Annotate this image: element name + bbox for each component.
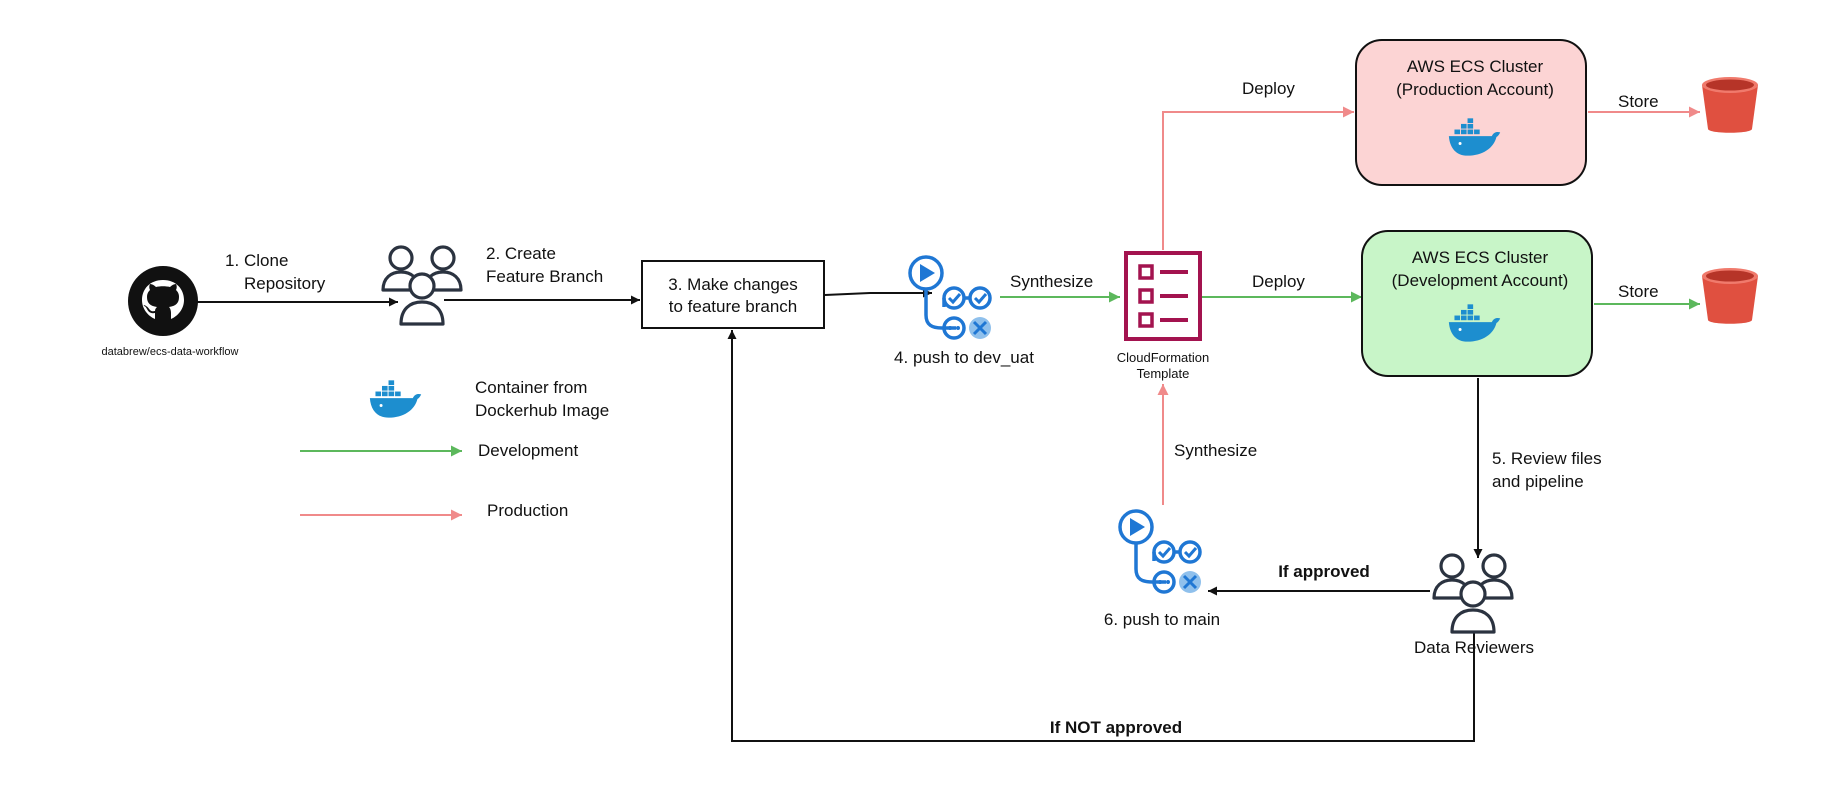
github-repo-label: databrew/ecs-data-workflow — [102, 346, 239, 358]
data-reviewers-label: Data Reviewers — [1414, 638, 1534, 657]
prod-bucket-icon — [1702, 77, 1758, 133]
create-step-line2: Feature Branch — [486, 267, 603, 286]
edges — [174, 106, 1700, 742]
push-arrow — [824, 288, 932, 298]
legend-docker-icon — [369, 380, 422, 418]
push-dev-label: 4. push to dev_uat — [894, 348, 1034, 367]
deploy-prod-arrow — [1162, 106, 1354, 250]
dev-cluster-line2: (Development Account) — [1392, 271, 1569, 290]
github-icon — [128, 266, 198, 336]
push-main-label: 6. push to main — [1104, 610, 1220, 629]
review-step-line2: and pipeline — [1492, 472, 1584, 491]
clone-step-number: 1. — [225, 251, 239, 270]
feature-branch-box — [641, 260, 825, 329]
clone-step-line2: Repository — [244, 274, 326, 293]
if-approved-label: If approved — [1278, 562, 1370, 581]
synthesize-top-label: Synthesize — [1010, 272, 1093, 291]
legend-container-line1: Container from — [475, 378, 587, 397]
data-reviewers-icon — [1432, 553, 1514, 634]
not-approved-arrow — [727, 330, 1475, 742]
cloudformation-label-line1: CloudFormation — [1117, 350, 1210, 365]
developers-icon — [381, 245, 463, 326]
legend-production-label: Production — [487, 501, 568, 520]
changes-step-line2: to feature branch — [669, 297, 798, 316]
review-step-line1: 5. Review files — [1492, 449, 1602, 468]
deploy-prod-label: Deploy — [1242, 79, 1295, 98]
pipeline-dev-icon — [908, 255, 993, 341]
synthesize-bottom-label: Synthesize — [1174, 441, 1257, 460]
legend-container-line2: Dockerhub Image — [475, 401, 609, 420]
store-prod-label: Store — [1618, 92, 1659, 111]
pipeline-main-icon — [1118, 509, 1203, 595]
cloudformation-icon — [1124, 251, 1202, 341]
dev-cluster-line1: AWS ECS Cluster — [1412, 248, 1549, 267]
create-step-line1: 2. Create — [486, 244, 556, 263]
legend-development-label: Development — [478, 441, 578, 460]
legend: Container from Dockerhub Image Developme… — [300, 378, 609, 521]
prod-cluster-line1: AWS ECS Cluster — [1407, 57, 1544, 76]
prod-cluster-box — [1355, 39, 1587, 186]
dev-cluster-box — [1361, 230, 1593, 377]
dev-bucket-icon — [1702, 268, 1758, 324]
cloudformation-label-line2: Template — [1137, 366, 1190, 381]
clone-step-line1: Clone — [244, 251, 288, 270]
changes-step-line1: 3. Make changes — [668, 275, 797, 294]
store-dev-label: Store — [1618, 282, 1659, 301]
if-not-approved-label: If NOT approved — [1050, 718, 1182, 737]
prod-cluster-line2: (Production Account) — [1396, 80, 1554, 99]
deploy-dev-label: Deploy — [1252, 272, 1305, 291]
